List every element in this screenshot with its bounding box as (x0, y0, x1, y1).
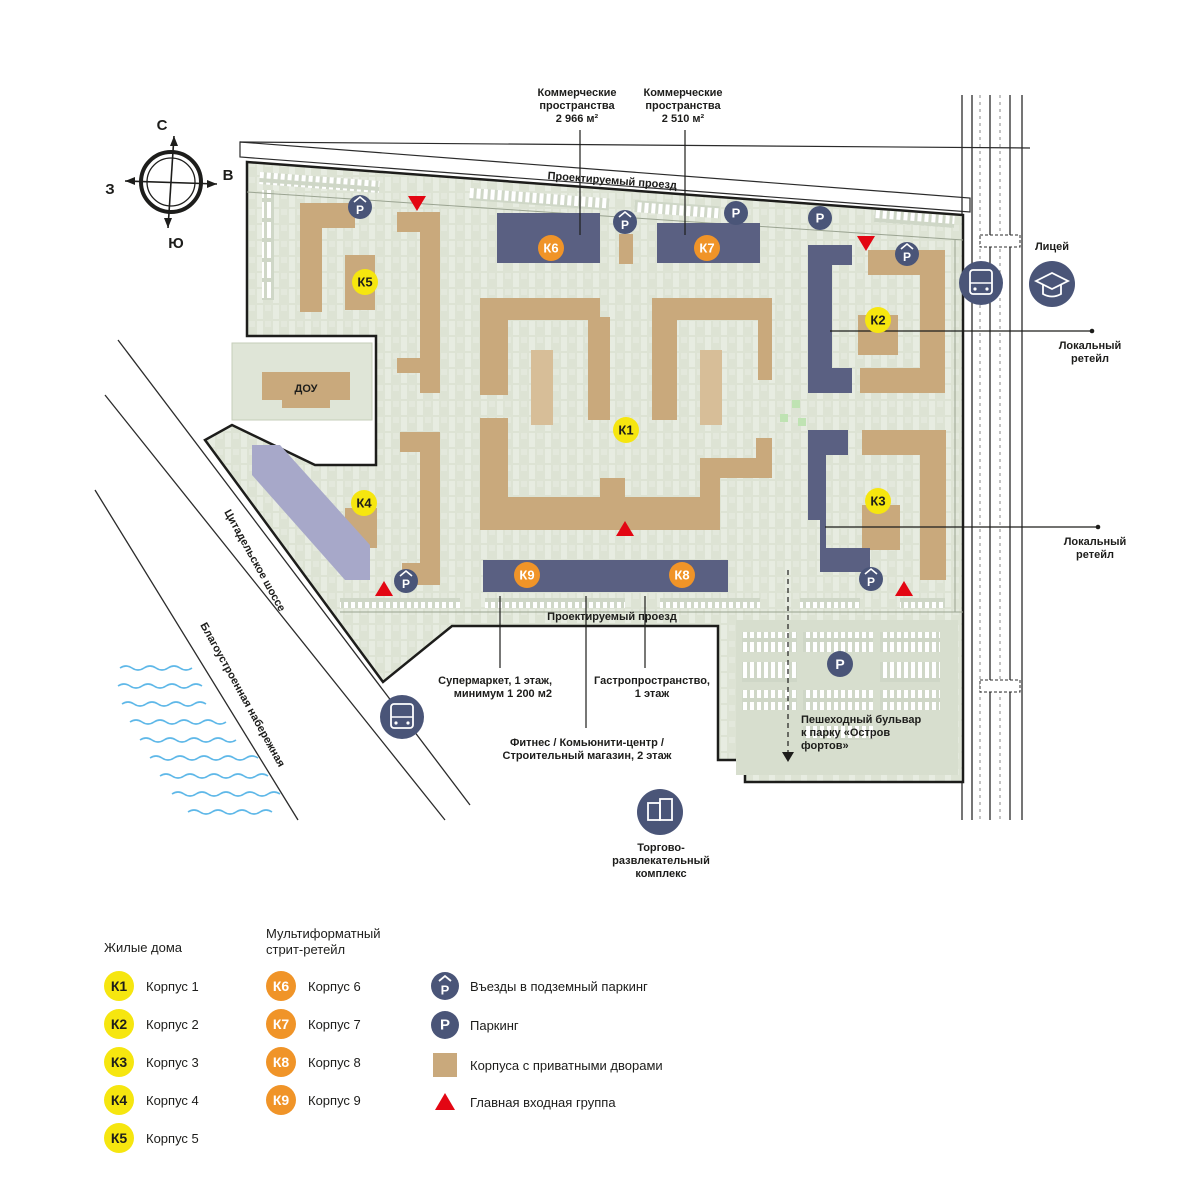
svg-text:минимум 1 200 м2: минимум 1 200 м2 (454, 688, 552, 700)
south-road-label: Проектируемый проезд (547, 611, 677, 623)
svg-text:пространства: пространства (645, 100, 721, 112)
badge-k8: К8 (674, 568, 689, 583)
lyceum-icon (1029, 261, 1075, 307)
svg-text:пространства: пространства (539, 100, 615, 112)
boulevard-arrow-icon (782, 752, 794, 762)
callout-mall: Торгово- развлекательный комплекс (612, 842, 710, 880)
callout-supermarket: Супермаркет, 1 этаж, минимум 1 200 м2 (438, 675, 552, 700)
badge-k7: К7 (699, 241, 714, 256)
building-k4-west (252, 445, 370, 580)
svg-text:P: P (867, 575, 875, 589)
parking-lot (736, 620, 958, 775)
underground-parking-icon: P (859, 567, 883, 591)
svg-text:P: P (402, 577, 410, 591)
underground-parking-icon: P (394, 569, 418, 593)
svg-text:Локальный: Локальный (1064, 536, 1127, 548)
bus-stop-west (380, 695, 424, 739)
svg-text:P: P (835, 656, 844, 672)
svg-text:Гастропространство,: Гастропространство, (594, 675, 710, 687)
svg-text:P: P (816, 211, 825, 226)
svg-text:Строительный магазин, 2 этаж: Строительный магазин, 2 этаж (503, 750, 672, 762)
compass-north: С (157, 117, 168, 134)
entrance-icon (895, 581, 913, 596)
svg-text:Супермаркет, 1 этаж,: Супермаркет, 1 этаж, (438, 675, 552, 687)
parking-icon: P (724, 201, 748, 225)
water (117, 665, 281, 815)
parking-icon: P (827, 651, 853, 677)
badge-k3: К3 (870, 494, 885, 509)
svg-text:Торгово-: Торгово- (637, 842, 685, 854)
badge-k4: К4 (356, 496, 372, 511)
svg-text:P: P (903, 250, 911, 264)
entrance-icon (857, 236, 875, 251)
green-accents (780, 400, 806, 426)
svg-text:P: P (356, 203, 364, 217)
badge-k2: К2 (870, 313, 885, 328)
svg-text:2 966 м²: 2 966 м² (556, 113, 599, 125)
parking-pins: P P P P P P P (348, 195, 919, 677)
building-badges: К5 К1 К2 К3 К4 К6 К7 К9 К8 (351, 235, 891, 588)
svg-text:ретейл: ретейл (1071, 353, 1109, 365)
svg-text:ретейл: ретейл (1076, 549, 1114, 561)
badge-k5: К5 (357, 275, 372, 290)
callout-boulevard: Пешеходный бульвар к парку «Остров форто… (801, 714, 922, 752)
svg-text:фортов»: фортов» (801, 740, 849, 752)
svg-text:Фитнес / Комьюнити-центр /: Фитнес / Комьюнити-центр / (510, 737, 664, 749)
building-k2-east (860, 250, 945, 393)
entrance-icon (616, 521, 634, 536)
compass-east: В (223, 167, 234, 184)
svg-text:к парку «Остров: к парку «Остров (801, 727, 890, 739)
svg-text:Пешеходный бульвар: Пешеходный бульвар (801, 714, 922, 726)
svg-text:Коммерческие: Коммерческие (538, 87, 617, 99)
main-entrances (375, 196, 913, 596)
svg-text:1 этаж: 1 этаж (635, 688, 670, 700)
building-k3-east (862, 430, 946, 580)
callout-fitness: Фитнес / Комьюнити-центр / Строительный … (503, 737, 672, 762)
building-k4-east (400, 432, 440, 585)
underground-parking-icon: P (895, 242, 919, 266)
parking-icon: P (808, 206, 832, 230)
east-road (961, 95, 1023, 820)
lyceum-label: Лицей (1035, 241, 1069, 253)
street-parking (259, 171, 955, 608)
building-k2-west (808, 245, 852, 393)
badge-k1: К1 (618, 423, 633, 438)
svg-text:P: P (732, 206, 741, 221)
shopping-mall-icon (637, 789, 683, 835)
compass-icon: С Ю З В (105, 117, 233, 252)
svg-text:комплекс: комплекс (635, 868, 686, 880)
building-k1 (480, 298, 610, 420)
building-k3-west (808, 430, 870, 572)
svg-text:развлекательный: развлекательный (612, 855, 710, 867)
compass-south: Ю (168, 235, 183, 252)
callout-commercial-1: Коммерческие пространства 2 966 м² (538, 87, 617, 125)
underground-parking-icon: P (613, 210, 637, 234)
callout-retail-1: Локальный ретейл (1059, 340, 1122, 365)
svg-text:Локальный: Локальный (1059, 340, 1122, 352)
callout-retail-2: Локальный ретейл (1064, 536, 1127, 561)
entrance-icon (375, 581, 393, 596)
svg-text:P: P (621, 218, 629, 232)
svg-text:2 510 м²: 2 510 м² (662, 113, 705, 125)
bus-stop-east (959, 261, 1003, 305)
entrance-icon (408, 196, 426, 211)
badge-k9: К9 (519, 568, 534, 583)
dou-plot: ДОУ (231, 342, 373, 421)
callout-commercial-2: Коммерческие пространства 2 510 м² (644, 87, 723, 125)
badge-k6: К6 (543, 241, 558, 256)
callout-lines (499, 130, 1098, 755)
building-k5 (300, 203, 355, 312)
underground-parking-icon: P (348, 195, 372, 219)
north-road (239, 141, 1031, 213)
compass-west: З (105, 181, 114, 198)
svg-text:Коммерческие: Коммерческие (644, 87, 723, 99)
dou-label: ДОУ (295, 383, 318, 395)
embankment-label: Благоустроенная набережная (197, 621, 287, 770)
callout-gastro: Гастропространство, 1 этаж (594, 675, 710, 700)
